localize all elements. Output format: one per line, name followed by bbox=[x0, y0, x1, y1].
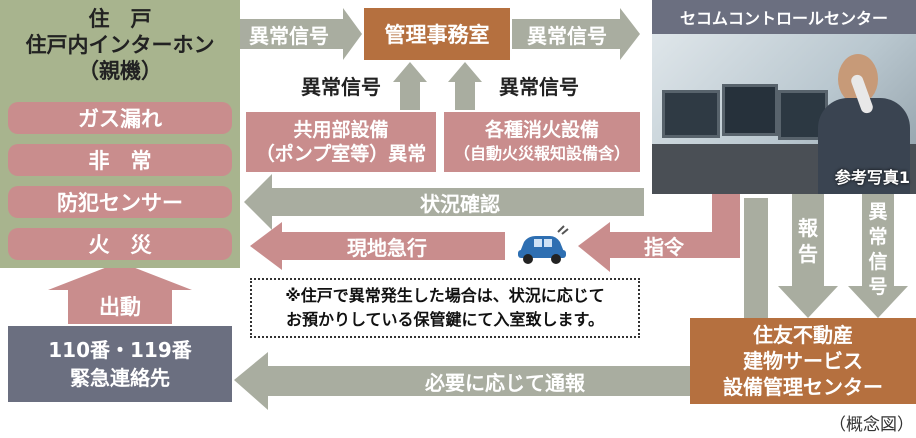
arrow-signal-to-secom bbox=[512, 8, 640, 60]
fire-equipment-line2: （自動火災報知設備含） bbox=[453, 144, 630, 163]
emergency-contact-label: 緊急連絡先 bbox=[70, 366, 170, 390]
control-room-box: 管理事務室 bbox=[364, 8, 510, 60]
signal-label-right: 異常信号 bbox=[527, 23, 607, 48]
alarm-emergency: 非 常 bbox=[8, 144, 232, 176]
signal-label-fire: 異常信号 bbox=[499, 74, 579, 99]
arrow-report bbox=[778, 194, 838, 318]
report-label: 報 告 bbox=[792, 198, 824, 284]
residence-panel: 住 戸 住戸内インターホン （親機） bbox=[0, 0, 240, 268]
signal-char-3: 信 bbox=[868, 251, 888, 273]
emergency-contacts-box: 110番・119番 緊急連絡先 bbox=[8, 326, 232, 402]
common-equipment-line1: 共用部設備 bbox=[293, 119, 389, 141]
signal-vertical-label: 異 常 信 号 bbox=[862, 198, 894, 302]
alarm-fire: 火 災 bbox=[8, 228, 232, 260]
arrow-up-common bbox=[393, 62, 427, 110]
signal-char-2: 常 bbox=[868, 226, 888, 248]
entry-note-box: ※住戸で異常発生した場合は、状況に応じて お預かりしている保管鍵にて入室致します… bbox=[250, 278, 640, 338]
dispatch-label: 出動 bbox=[99, 295, 141, 319]
residence-title: 住 戸 bbox=[88, 7, 152, 31]
fire-equipment-line1: 各種消火設備 bbox=[484, 119, 599, 141]
alarm-gas-leak: ガス漏れ bbox=[8, 102, 232, 134]
operator-body bbox=[818, 98, 910, 194]
emergency-numbers: 110番・119番 bbox=[48, 338, 192, 362]
arrow-signal-down bbox=[848, 194, 908, 318]
notify-label: 必要に応じて通報 bbox=[425, 370, 585, 395]
report-char-1: 報 bbox=[798, 216, 818, 240]
sumitomo-line1: 住友不動産 bbox=[753, 323, 853, 347]
intercom-label: 住戸内インターホン bbox=[25, 33, 215, 57]
arrow-instruction bbox=[578, 192, 740, 272]
secom-center-header: セコムコントロールセンター bbox=[652, 0, 916, 34]
common-equipment-box: 共用部設備 （ポンプ室等）異常 bbox=[246, 112, 436, 172]
concept-note: （概念図） bbox=[829, 415, 914, 435]
entry-note-line2: お預かりしている保管鍵にて入室致します。 bbox=[286, 310, 604, 329]
arrow-status-check bbox=[244, 174, 644, 230]
signal-label-common: 異常信号 bbox=[301, 74, 381, 99]
fire-equipment-box: 各種消火設備 （自動火災報知設備含） bbox=[444, 112, 640, 172]
common-equipment-line2: （ポンプ室等）異常 bbox=[255, 143, 427, 165]
sumitomo-center-box: 住友不動産 建物サービス 設備管理センター bbox=[690, 318, 916, 404]
arrow-signal-to-office bbox=[233, 8, 362, 60]
sumitomo-line3: 設備管理センター bbox=[723, 375, 883, 399]
status-check-label: 状況確認 bbox=[420, 191, 500, 216]
signal-char-4: 号 bbox=[868, 276, 888, 298]
arrow-dispatch bbox=[48, 262, 192, 324]
arrow-up-fire bbox=[448, 62, 482, 110]
report-char-2: 告 bbox=[798, 242, 818, 266]
signal-label-left: 異常信号 bbox=[249, 23, 329, 48]
alarm-security-sensor: 防犯センサー bbox=[8, 186, 232, 218]
sumitomo-line2: 建物サービス bbox=[743, 349, 863, 373]
rush-label: 現地急行 bbox=[347, 235, 427, 260]
arrow-rush bbox=[250, 222, 505, 270]
secom-control-photo: 参考写真1 bbox=[652, 34, 916, 194]
monitor-icon bbox=[662, 90, 720, 138]
entry-note-line1: ※住戸で異常発生した場合は、状況に応じて bbox=[285, 286, 605, 305]
master-unit-label: （親機） bbox=[78, 59, 162, 83]
instruction-label: 指令 bbox=[644, 234, 684, 259]
photo-caption: 参考写真1 bbox=[834, 168, 910, 187]
patrol-car-icon bbox=[518, 225, 569, 264]
monitor-icon bbox=[722, 84, 778, 136]
signal-char-1: 異 bbox=[868, 201, 888, 223]
